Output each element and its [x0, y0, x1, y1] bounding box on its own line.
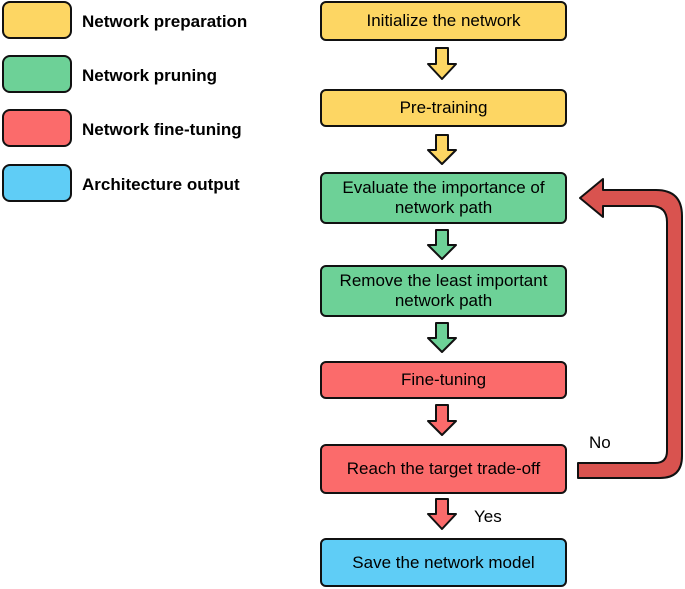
step-evaluate-importance: Evaluate the importance of network path: [320, 172, 567, 224]
step-evaluate-importance-label: Evaluate the importance of network path: [342, 178, 545, 217]
down-arrow-icon: [427, 322, 457, 353]
no-label: No: [589, 433, 611, 452]
legend-swatch-output: [2, 164, 72, 202]
step-remove-least-important-label: Remove the least important network path: [339, 271, 548, 310]
step-reach-target-label: Reach the target trade-off: [346, 459, 541, 478]
step-remove-least-important: Remove the least important network path: [320, 265, 567, 317]
yes-label: Yes: [474, 507, 502, 526]
step-reach-target-trade-off: Reach the target trade-off: [320, 444, 567, 494]
step-pre-training-label: Pre-training: [399, 98, 488, 117]
loop-back-arrow: [577, 178, 683, 479]
down-arrow-icon: [427, 229, 457, 260]
step-initialize-network: Initialize the network: [320, 1, 567, 41]
legend-label-preparation: Network preparation: [82, 12, 248, 31]
step-pre-training: Pre-training: [320, 89, 567, 127]
legend-label-output: Architecture output: [82, 175, 240, 194]
legend-swatch-fine-tuning: [2, 109, 72, 147]
step-save-network-model-label: Save the network model: [352, 552, 535, 572]
step-fine-tuning: Fine-tuning: [320, 361, 567, 399]
legend-label-fine-tuning: Network fine-tuning: [82, 120, 242, 139]
legend-label-pruning: Network pruning: [82, 66, 218, 85]
step-fine-tuning-label: Fine-tuning: [400, 370, 487, 389]
down-arrow-icon: [427, 134, 457, 165]
step-save-network-model: Save the network model: [320, 538, 567, 587]
legend-swatch-pruning: [2, 55, 72, 93]
step-initialize-network-label: Initialize the network: [366, 11, 521, 30]
down-arrow-icon: [427, 47, 457, 80]
legend-swatch-preparation: [2, 1, 72, 39]
down-arrow-icon: [427, 498, 457, 530]
down-arrow-icon: [427, 404, 457, 436]
